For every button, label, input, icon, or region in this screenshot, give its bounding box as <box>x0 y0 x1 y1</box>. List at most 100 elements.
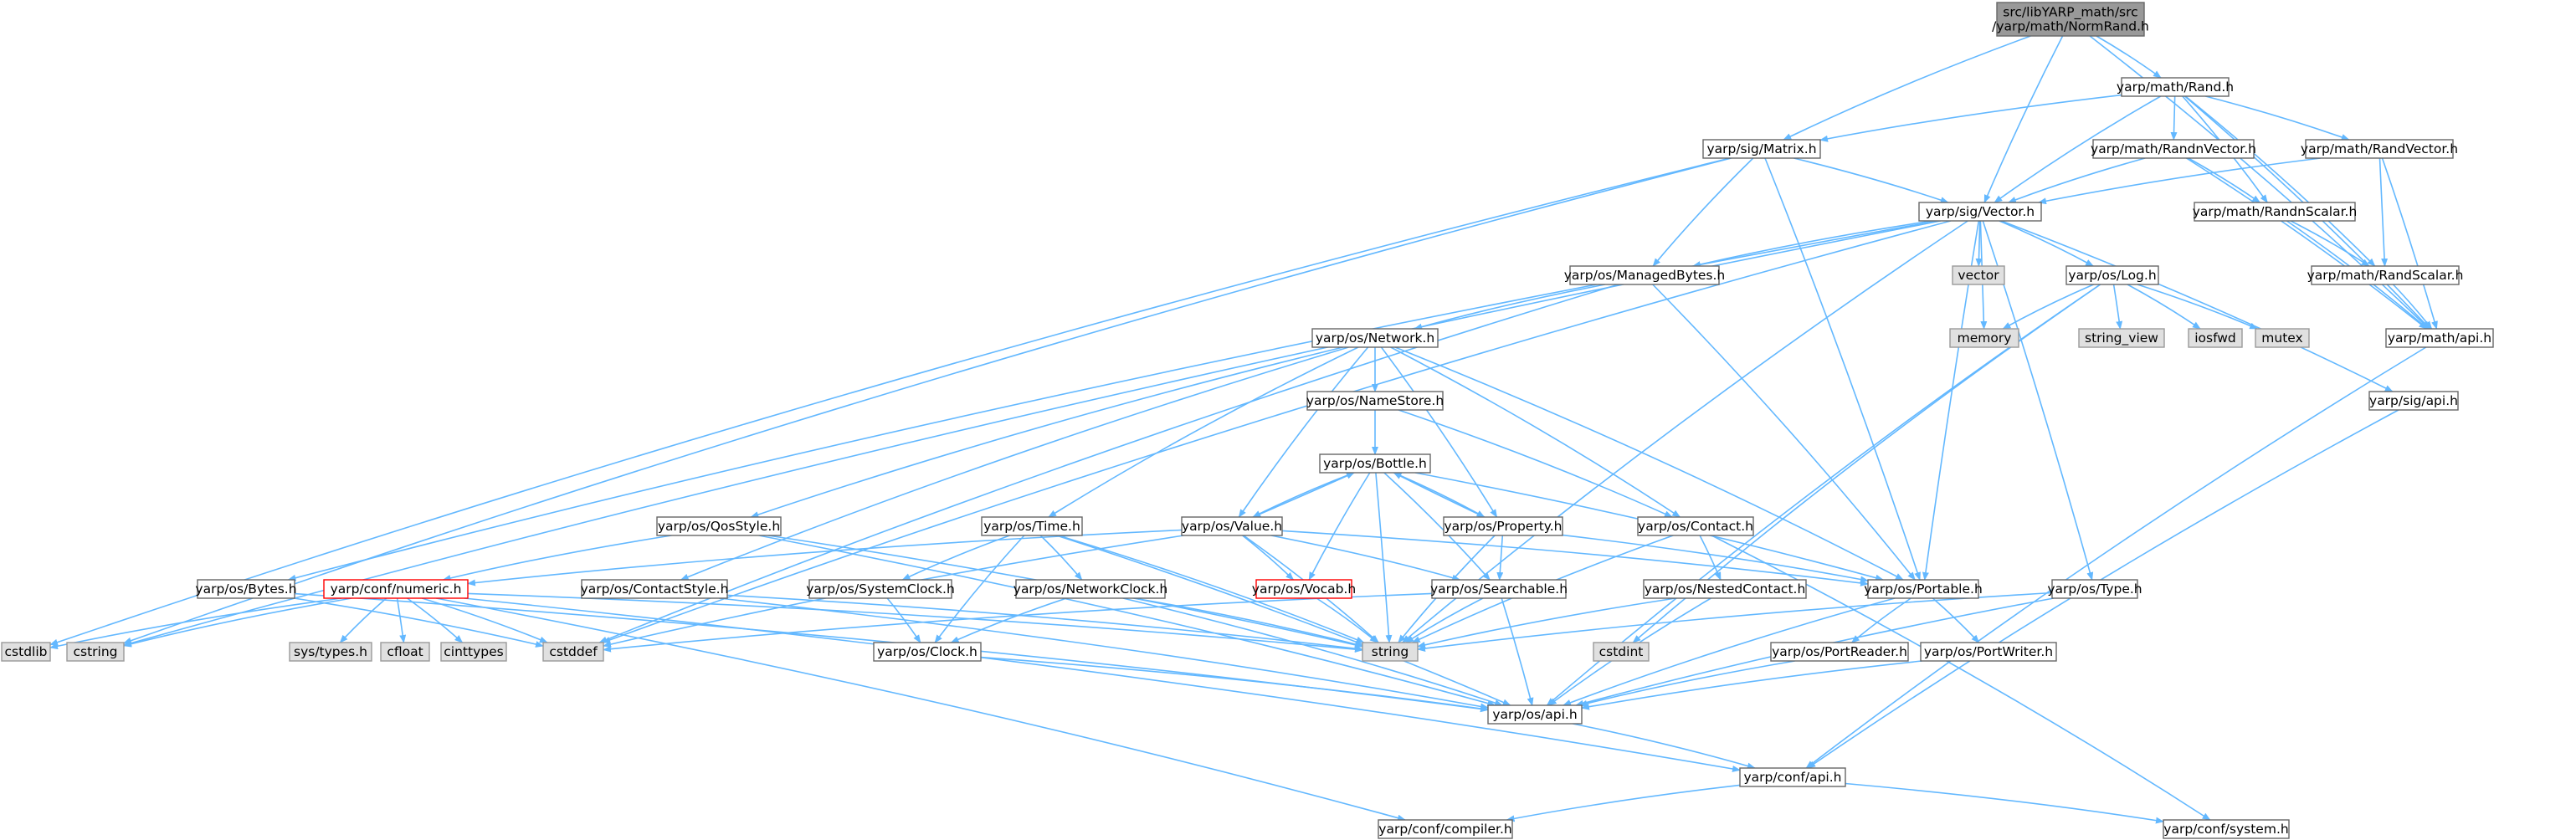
edge-vocab-to-string <box>1316 597 1378 643</box>
node-mathapi[interactable]: yarp/math/api.h <box>2385 328 2494 348</box>
node-osapi[interactable]: yarp/os/api.h <box>1487 704 1583 725</box>
node-type-label: yarp/os/Type.h <box>2047 581 2142 597</box>
node-clock-label-line-0: yarp/os/Clock.h <box>877 644 978 659</box>
node-memory: memory <box>1949 328 2019 348</box>
node-sigapi[interactable]: yarp/sig/api.h <box>2368 391 2459 411</box>
node-root-label: src/libYARP_math/src/yarp/math/NormRand.… <box>1992 5 2149 34</box>
node-compiler-label: yarp/conf/compiler.h <box>1378 822 1511 837</box>
edge-root-to-mathapi <box>2089 35 2430 330</box>
node-qosstyle[interactable]: yarp/os/QosStyle.h <box>656 516 782 536</box>
node-iosfwd-box <box>2188 328 2243 348</box>
node-bytes[interactable]: yarp/os/Bytes.h <box>195 579 297 599</box>
node-portable[interactable]: yarp/os/Portable.h <box>1864 579 1983 599</box>
node-randscalar-box <box>2311 265 2460 285</box>
node-contactstyle[interactable]: yarp/os/ContactStyle.h <box>581 579 729 599</box>
node-portwriter-label-line-0: yarp/os/PortWriter.h <box>1924 644 2053 659</box>
node-rand-label: yarp/math/Rand.h <box>2117 79 2234 95</box>
node-namestore[interactable]: yarp/os/NameStore.h <box>1306 391 1444 411</box>
node-numeric[interactable]: yarp/conf/numeric.h <box>323 579 469 599</box>
node-portwriter-box <box>1920 642 2057 662</box>
node-system[interactable]: yarp/conf/system.h <box>2163 819 2290 839</box>
node-portwriter-label: yarp/os/PortWriter.h <box>1924 644 2053 659</box>
edge-matrix-to-managed <box>1652 157 1754 267</box>
node-nestedcontact[interactable]: yarp/os/NestedContact.h <box>1643 579 1807 599</box>
edge-searchable-to-string <box>1405 597 1484 643</box>
node-bottle[interactable]: yarp/os/Bottle.h <box>1319 453 1431 474</box>
node-string-label: string <box>1372 644 1409 659</box>
node-root[interactable]: src/libYARP_math/src/yarp/math/NormRand.… <box>1992 2 2149 37</box>
node-randnscalar[interactable]: yarp/math/RandnScalar.h <box>2193 202 2358 222</box>
node-property-label-line-0: yarp/os/Property.h <box>1444 519 1562 534</box>
node-clock[interactable]: yarp/os/Clock.h <box>873 642 982 662</box>
node-sysclock-label-line-0: yarp/os/SystemClock.h <box>806 581 955 597</box>
edge-root-to-matrix <box>1783 35 2031 141</box>
edge-value-to-searchable <box>1270 535 1461 581</box>
edge-matrix-to-portable <box>1764 157 1921 581</box>
edge-netclock-to-clock <box>950 597 1067 643</box>
node-rand[interactable]: yarp/math/Rand.h <box>2117 77 2234 97</box>
node-netclock[interactable]: yarp/os/NetworkClock.h <box>1013 579 1167 599</box>
node-randnvec[interactable]: yarp/math/RandnVector.h <box>2091 139 2256 159</box>
node-time[interactable]: yarp/os/Time.h <box>981 516 1083 536</box>
edge-network-to-contactstyle <box>680 346 1349 581</box>
node-compiler[interactable]: yarp/conf/compiler.h <box>1378 819 1513 839</box>
edge-network-to-contact <box>1390 346 1681 518</box>
edge-vector-to-managed <box>1692 220 1932 268</box>
node-vocab[interactable]: yarp/os/Vocab.h <box>1252 579 1356 599</box>
node-osapi-label-line-0: yarp/os/api.h <box>1492 707 1577 722</box>
node-confapi[interactable]: yarp/conf/api.h <box>1739 767 1846 787</box>
node-systypes-label-line-0: sys/types.h <box>294 644 367 659</box>
edge-value-to-vocab <box>1242 535 1295 581</box>
node-root-box <box>1996 2 2145 37</box>
node-sysclock-label: yarp/os/SystemClock.h <box>806 581 955 597</box>
node-network-label-line-0: yarp/os/Network.h <box>1316 330 1434 346</box>
edge-numeric-to-cstddef <box>421 597 548 643</box>
node-confapi-box <box>1739 767 1846 787</box>
node-namestore-box <box>1306 391 1444 411</box>
node-property-label: yarp/os/Property.h <box>1444 519 1562 534</box>
node-randvec-box <box>2305 139 2454 159</box>
edge-randnscalar-to-randscalar <box>2290 220 2370 267</box>
node-sysclock[interactable]: yarp/os/SystemClock.h <box>806 579 955 599</box>
edge-confapi-to-compiler <box>1506 784 1741 822</box>
node-managed[interactable]: yarp/os/ManagedBytes.h <box>1564 265 1726 285</box>
node-vocab-box <box>1255 579 1352 599</box>
node-matrix-label-line-0: yarp/sig/Matrix.h <box>1706 141 1816 156</box>
edge-property-to-bottle <box>1393 472 1485 518</box>
node-bottle-label-line-0: yarp/os/Bottle.h <box>1323 456 1427 471</box>
edge-numeric-to-confapi <box>464 597 1741 772</box>
node-randscalar[interactable]: yarp/math/RandScalar.h <box>2307 265 2464 285</box>
edge-contactstyle-to-osapi <box>719 597 1489 710</box>
node-osapi-label: yarp/os/api.h <box>1492 707 1577 722</box>
node-portreader[interactable]: yarp/os/PortReader.h <box>1770 642 1909 662</box>
node-searchable[interactable]: yarp/os/Searchable.h <box>1430 579 1568 599</box>
node-vocab-label: yarp/os/Vocab.h <box>1252 581 1356 597</box>
node-property[interactable]: yarp/os/Property.h <box>1443 516 1563 536</box>
node-sigapi-label-line-0: yarp/sig/api.h <box>2369 393 2458 408</box>
node-randvec-label-line-0: yarp/math/RandVector.h <box>2301 141 2458 156</box>
edge-property-to-portable <box>1562 534 1869 583</box>
edge-randscalar-to-mathapi <box>2392 284 2433 330</box>
node-portable-label: yarp/os/Portable.h <box>1864 581 1983 597</box>
node-portwriter[interactable]: yarp/os/PortWriter.h <box>1920 642 2057 662</box>
node-matrix[interactable]: yarp/sig/Matrix.h <box>1702 139 1821 159</box>
node-sigapi-label: yarp/sig/api.h <box>2369 393 2458 408</box>
node-nestedcontact-label-line-0: yarp/os/NestedContact.h <box>1645 581 1806 597</box>
node-randnscalar-box <box>2194 202 2356 222</box>
node-managed-label: yarp/os/ManagedBytes.h <box>1564 268 1726 283</box>
node-network[interactable]: yarp/os/Network.h <box>1311 328 1439 348</box>
node-vector[interactable]: yarp/sig/Vector.h <box>1918 202 2042 222</box>
node-log[interactable]: yarp/os/Log.h <box>2065 265 2159 285</box>
edge-value-to-numeric <box>467 529 1183 586</box>
node-nestedcontact-box <box>1643 579 1807 599</box>
node-randvec[interactable]: yarp/math/RandVector.h <box>2301 139 2458 159</box>
node-time-label: yarp/os/Time.h <box>983 519 1080 534</box>
edge-value-to-bottle <box>1252 472 1355 518</box>
node-compiler-box <box>1378 819 1513 839</box>
edge-log-to-mutex <box>2137 284 2259 330</box>
node-type[interactable]: yarp/os/Type.h <box>2047 579 2142 599</box>
node-contact[interactable]: yarp/os/Contact.h <box>1637 516 1754 536</box>
node-cfloat-box <box>380 642 430 662</box>
node-cinttypes-label: cinttypes <box>444 644 503 659</box>
node-value[interactable]: yarp/os/Value.h <box>1181 516 1283 536</box>
